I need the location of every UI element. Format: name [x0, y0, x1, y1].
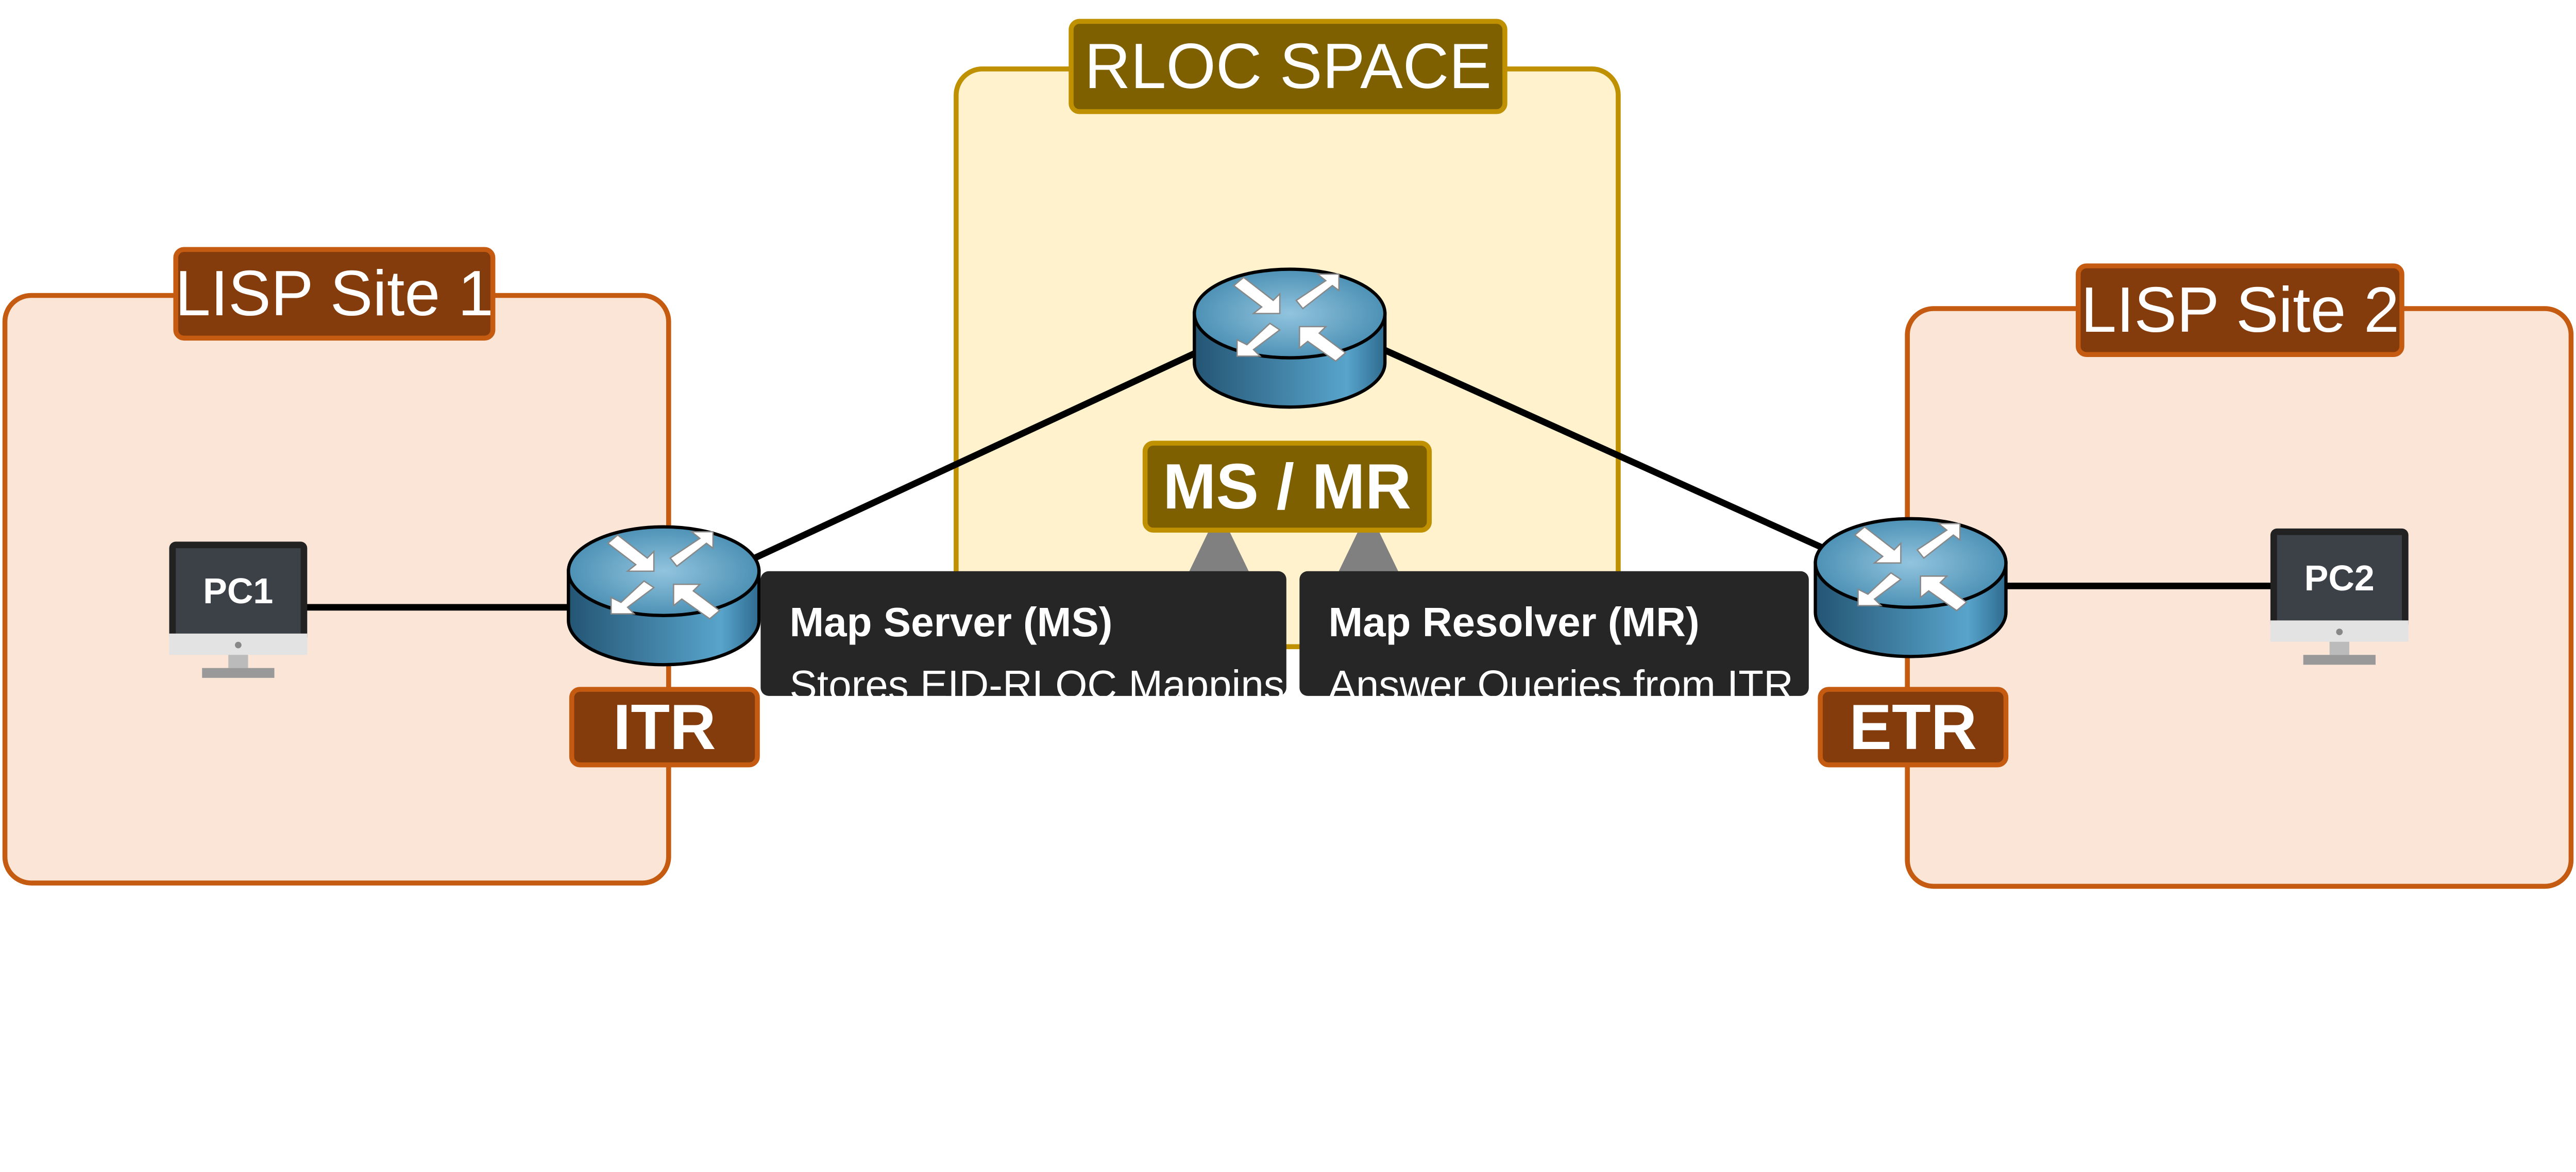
pc1-label: PC1: [203, 571, 274, 612]
label-rloc-space-box: [1069, 19, 1507, 114]
label-rloc-space: RLOC SPACE: [1084, 31, 1492, 103]
router-itr-icon[interactable]: [568, 527, 759, 665]
label-lisp-site-2-box: [2076, 263, 2404, 357]
lisp-diagram: LISP Site 1 RLOC SPACE LISP Site 2 PC1 P…: [2, 19, 2574, 889]
pc2-label: PC2: [2304, 557, 2375, 598]
callout-ms-text: Stores EID-RLOC Mappins: [789, 661, 1284, 708]
pc2-icon[interactable]: [2270, 528, 2409, 665]
callout-mr-title: Map Resolver (MR): [1328, 599, 1700, 645]
label-ms-mr: MS / MR: [1163, 451, 1412, 522]
label-ms-mr-box: [1142, 440, 1432, 533]
router-etr-icon[interactable]: [1816, 519, 2006, 657]
callout-map-resolver: Map Resolver (MR) Answer Queries from IT…: [1300, 571, 1809, 708]
label-itr-box: [569, 687, 760, 768]
pc1-icon[interactable]: [169, 541, 308, 678]
link-itr-msmr: [746, 348, 1201, 565]
callout-mr-text: Answer Queries from ITR: [1328, 661, 1793, 708]
label-lisp-site-1: LISP Site 1: [175, 258, 494, 330]
callout-map-server: Map Server (MS) Stores EID-RLOC Mappins: [761, 571, 1287, 708]
diagram-graphics: [2, 19, 2574, 889]
callout-ms-title: Map Server (MS): [789, 599, 1113, 645]
callout-map-resolver-box: [1299, 571, 1809, 696]
callout-map-server-box: [760, 571, 1286, 696]
label-etr: ETR: [1849, 691, 1977, 763]
pointer-mr: [1335, 530, 1402, 578]
label-itr: ITR: [613, 691, 716, 763]
label-etr-box: [1818, 687, 2009, 768]
router-msmr-icon[interactable]: [1194, 269, 1385, 407]
label-lisp-site-1-box: [173, 247, 496, 341]
links: [303, 345, 2276, 611]
label-lisp-site-2: LISP Site 2: [2080, 275, 2400, 346]
pointer-ms: [1186, 530, 1252, 578]
link-msmr-etr: [1378, 345, 1825, 551]
